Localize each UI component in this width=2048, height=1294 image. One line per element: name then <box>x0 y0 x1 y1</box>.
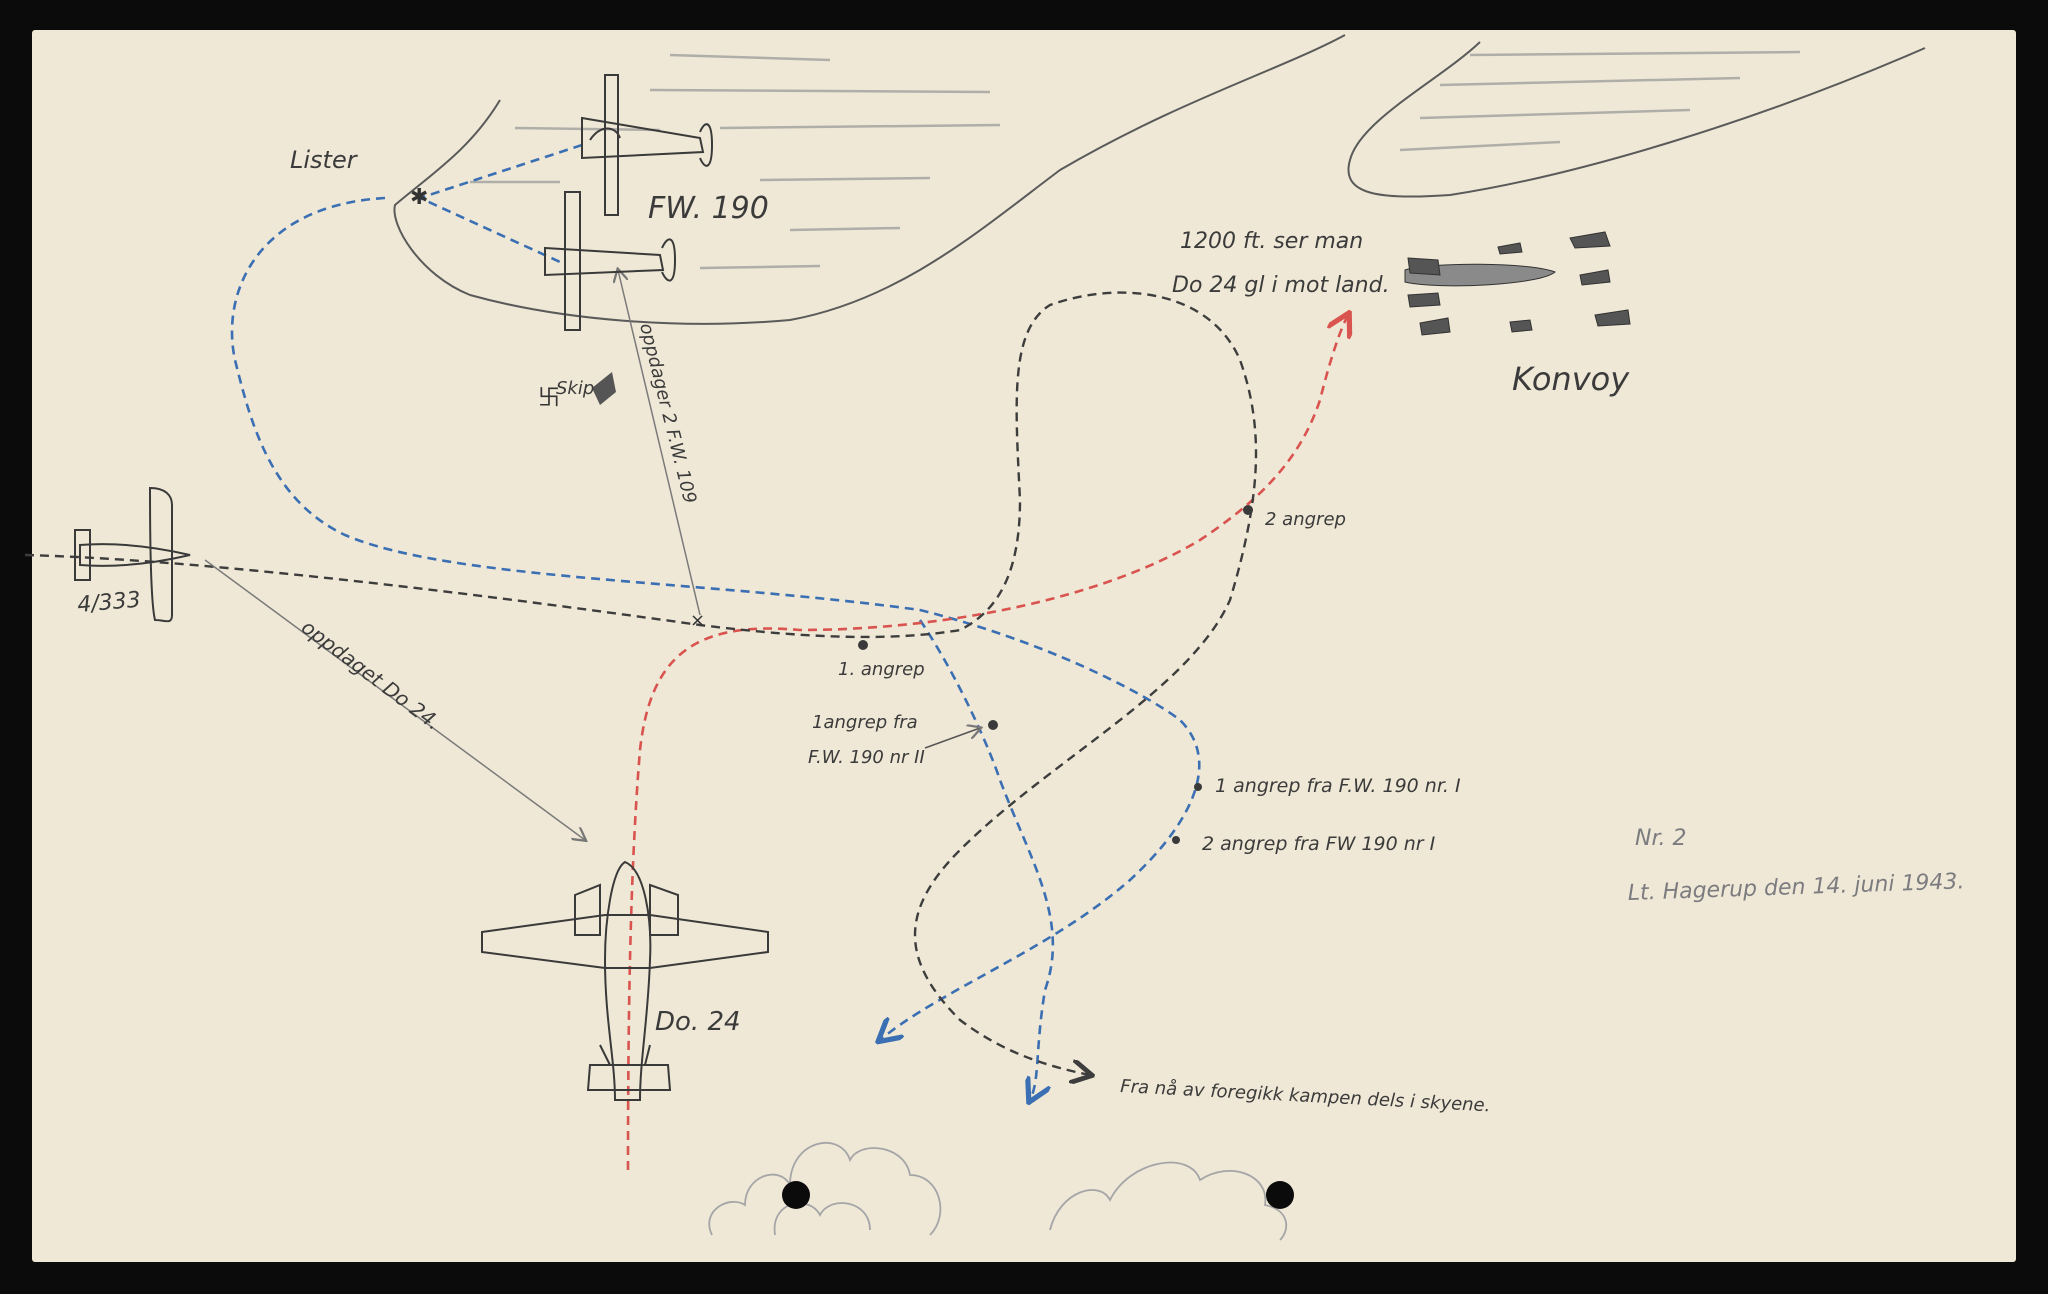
land-shading <box>470 50 1801 270</box>
sheet-number: Nr. 2 <box>1635 826 1686 851</box>
konvoy-label: Konvoy <box>1512 360 1630 398</box>
lister-label: Lister <box>290 146 359 174</box>
fw190-aircraft-upper <box>581 74 714 216</box>
fw190-label: FW. 190 <box>648 191 769 226</box>
fw190-II-attack-arrow <box>924 728 980 749</box>
fw190-I-attack-1: 1 angrep fra F.W. 190 nr. I <box>1215 775 1461 797</box>
blue-fw190-track-2 <box>416 143 583 264</box>
clouds-note: Fra nå av foregikk kampen dels i skyene. <box>1120 1076 1491 1116</box>
red-do24-track <box>626 315 1348 1171</box>
crossing-mark: × <box>690 610 705 631</box>
blue-fw190-track-3 <box>918 619 1055 1100</box>
clouds <box>708 1142 1288 1241</box>
oppdaget-label: oppdaget Do 24. <box>297 615 445 735</box>
swastika-icon: 卐 <box>538 386 560 411</box>
lister-coastline <box>393 34 1346 325</box>
first-attack-label: 1. angrep <box>838 659 925 680</box>
punch-hole-right <box>1266 1181 1294 1209</box>
second-attack-label: 2 angrep <box>1265 509 1346 530</box>
do24-label: Do. 24 <box>655 1007 741 1037</box>
point-fw190-II <box>988 720 998 730</box>
point-2-attack-fw190-I <box>1172 836 1180 844</box>
blue-fw190-track <box>230 196 1201 1040</box>
convoy-ships <box>1404 231 1631 336</box>
fw190-aircraft-lower <box>544 191 677 331</box>
point-first-attack <box>858 640 868 650</box>
skip-label: Skip <box>556 378 594 399</box>
convoy-note-line2: Do 24 gl i mot land. <box>1172 273 1390 298</box>
squadron-aircraft <box>74 486 191 623</box>
fw190-II-line2: F.W. 190 nr II <box>808 747 925 768</box>
fw190-I-attack-2: 2 angrep fra FW 190 nr I <box>1202 833 1436 855</box>
convoy-note-line1: 1200 ft. ser man <box>1180 229 1363 254</box>
north-coastline <box>1347 41 1926 198</box>
author-date: Lt. Hagerup den 14. juni 1943. <box>1627 869 1965 906</box>
point-1-attack-fw190-I <box>1194 783 1202 791</box>
oppdaget-arrow <box>204 559 585 840</box>
ship-icon <box>592 372 616 405</box>
punch-hole-left <box>782 1181 810 1209</box>
crash-mark: ✱ <box>410 185 428 210</box>
point-second-attack <box>1243 505 1253 515</box>
oppdager-arrow <box>618 270 701 616</box>
do24-aircraft <box>481 860 769 1101</box>
attack-points <box>858 505 1253 844</box>
fw190-II-line1: 1angrep fra <box>812 712 918 733</box>
gray-combat-track <box>24 291 1258 1075</box>
squadron-label: 4/333 <box>76 588 141 618</box>
